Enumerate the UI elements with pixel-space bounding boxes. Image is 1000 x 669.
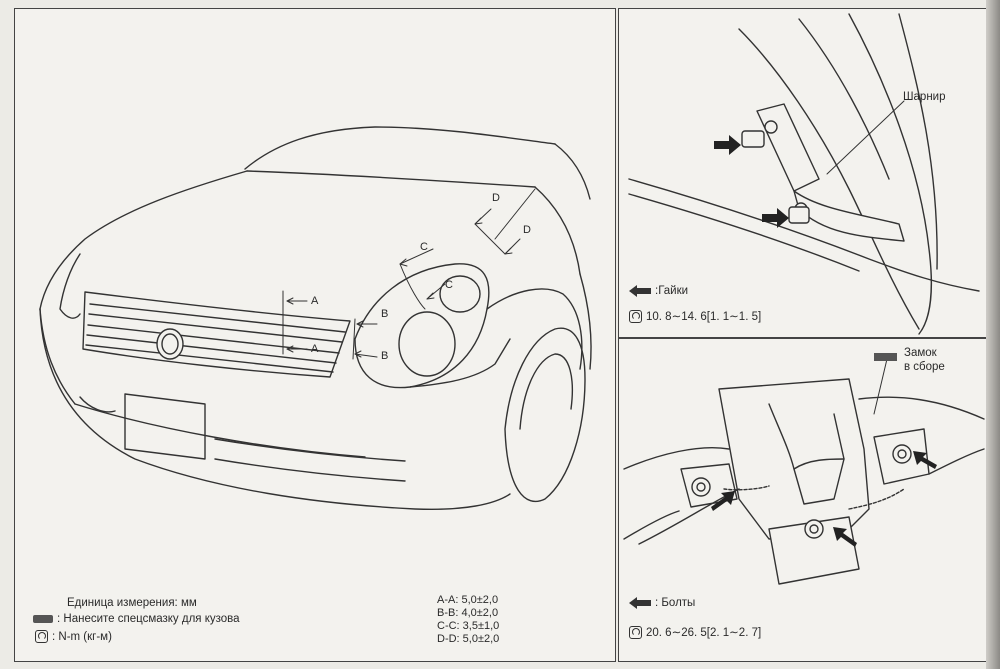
torque-legend-text: : N-m (кг-м) [52,630,112,643]
label-b-top: B [381,308,389,320]
hinge-drawing [628,13,980,335]
label-c-top: C [420,241,428,253]
hinge-torque-text: 10. 8∼14. 6[1. 1∼1. 5] [646,311,762,323]
car-front-drawing [39,126,592,511]
bolt-arrow-3 [913,451,937,469]
spec-d-d: D-D: 5,0±2,0 [437,633,500,645]
torque-wrench-icon [35,630,48,643]
lock-callout-line2: в сборе [904,361,945,373]
nut-arrow-1 [714,135,741,155]
sealant-legend-text: : Нанесите спецсмазку для кузова [57,613,240,625]
label-d-top: D [492,192,500,204]
spec-a-a: A-A: 5,0±2,0 [437,594,499,606]
bolt-arrow-2 [833,527,857,547]
hinge-torque: 10. 8∼14. 6[1. 1∼1. 5] [629,309,761,323]
nut-arrow-2 [762,208,789,228]
label-a-top: A [311,295,319,307]
nuts-legend: :Гайки [629,285,688,297]
lock-panel: Замок в сборе : Болты 20. 6∼26. 5[2. 1∼2… [618,338,990,662]
spec-c-c: C-C: 3,5±1,0 [437,620,500,632]
torque-legend: : N-m (кг-м) [35,630,112,643]
lock-drawing [623,353,985,585]
label-a-bottom: A [311,343,319,355]
page-edge-shadow [986,0,1000,669]
torque-wrench-icon [629,625,642,639]
bolts-legend-text: : Болты [655,597,696,609]
label-d-bottom: D [523,224,531,236]
sealant-legend: : Нанесите спецсмазку для кузова [33,613,240,625]
lock-callout-line1: Замок [904,347,937,359]
arrow-left-icon [629,597,651,609]
nuts-legend-text: :Гайки [655,285,689,297]
bolt-arrow-1 [711,491,735,511]
hinge-callout: Шарнир [903,91,946,103]
bolts-legend: : Болты [629,597,695,609]
arrow-left-icon [629,285,651,297]
label-b-bottom: B [381,350,389,362]
lock-torque-text: 20. 6∼26. 5[2. 1∼2. 7] [646,627,762,639]
label-c-inner: C [445,279,453,291]
hinge-panel: Шарнир :Гайки 10. 8∼14. 6[1. 1∼1. 5] [618,8,990,338]
sealant-icon [33,615,53,623]
torque-wrench-icon [629,309,642,323]
lock-torque: 20. 6∼26. 5[2. 1∼2. 7] [629,625,761,639]
spec-b-b: B-B: 4,0±2,0 [437,607,499,619]
unit-label: Единица измерения: мм [67,597,197,609]
car-front-panel: A A B B C C D D Единица измерения: мм : … [14,8,616,662]
